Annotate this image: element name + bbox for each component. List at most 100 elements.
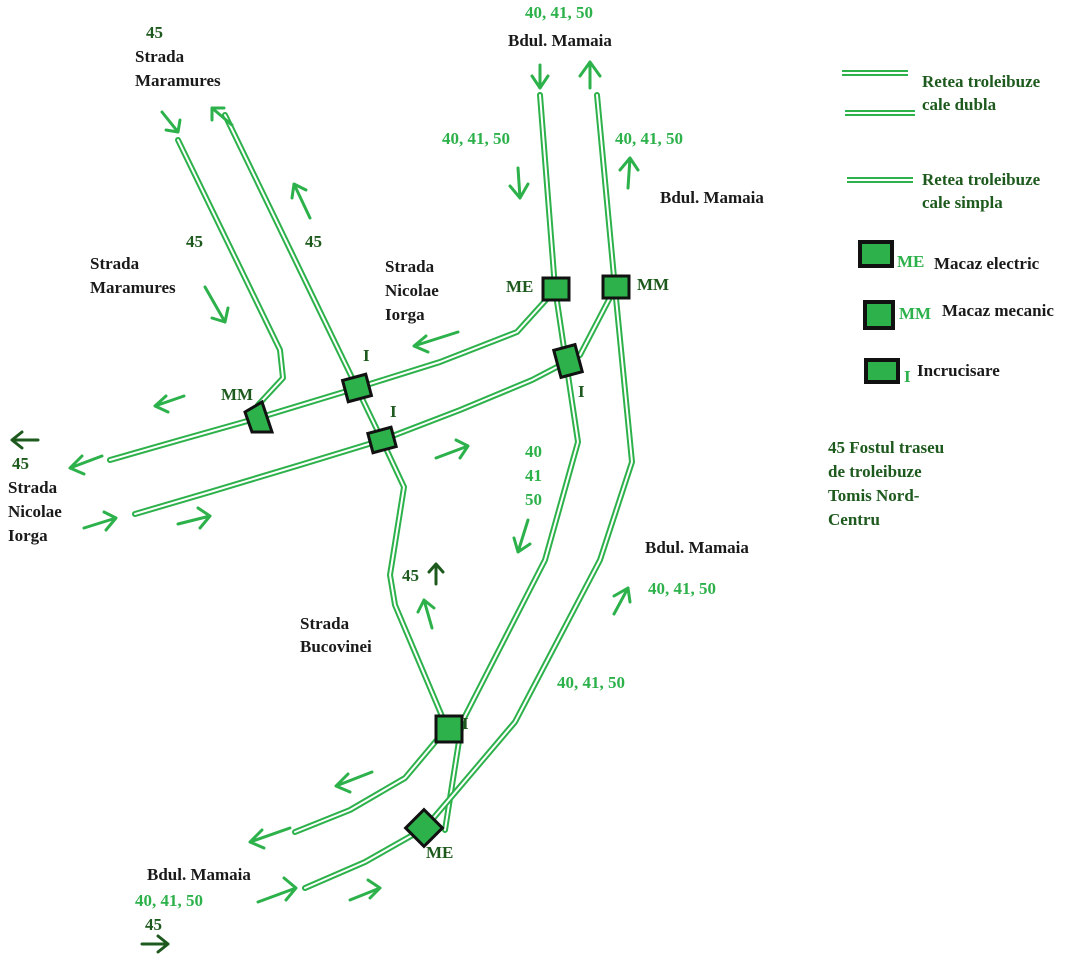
street-mamaia-top: Bdul. Mamaia <box>508 31 612 50</box>
street-nicolae-left-3: Iorga <box>8 526 48 545</box>
legend-double-track-icon <box>842 70 915 116</box>
tag-i-c: I <box>578 382 585 401</box>
arrow-down-icon <box>203 285 230 324</box>
legend-former-route-1: 45 Fostul traseu <box>828 438 944 457</box>
crossing-i-a <box>340 372 374 404</box>
arrow-up-icon <box>427 562 445 586</box>
switches <box>243 274 631 849</box>
tag-mm-top: MM <box>637 275 669 294</box>
legend-mechanical-switch-icon <box>863 300 895 330</box>
tag-mm-left: MM <box>221 385 253 404</box>
track-nicolae-upper <box>107 287 558 463</box>
arrow-up-icon <box>290 182 312 220</box>
arrow-left-icon <box>153 394 186 414</box>
route-45-b: 45 <box>305 232 322 251</box>
street-mamaia-right-upper: Bdul. Mamaia <box>660 188 764 207</box>
legend-former-route-3: Tomis Nord- <box>828 486 920 505</box>
arrow-right-icon <box>348 878 382 902</box>
legend-electric-switch: Macaz electric <box>934 254 1040 273</box>
route-label-bottom: 40, 41, 50 <box>135 891 203 910</box>
legend-mechanical-switch: Macaz mecanic <box>942 301 1054 320</box>
street-nicolae-left-1: Strada <box>8 478 58 497</box>
switch-me-top <box>541 276 571 302</box>
route-label-vertical-3: 50 <box>525 490 542 509</box>
street-nicolae-center-2: Nicolae <box>385 281 439 300</box>
arrow-up-icon <box>210 106 234 127</box>
legend-single-track-1: Retea troleibuze <box>922 170 1041 189</box>
route-45-top: 45 <box>146 23 163 42</box>
legend-crossing: Incrucisare <box>917 361 1000 380</box>
tag-me-bottom: ME <box>426 843 453 862</box>
street-bucovinei-2: Bucovinei <box>300 637 372 656</box>
legend-graphics <box>842 70 915 384</box>
legend-double-track-1: Retea troleibuze <box>922 72 1041 91</box>
arrow-down-icon <box>508 166 530 200</box>
direction-arrows <box>68 60 640 904</box>
switch-mm-top <box>601 274 631 300</box>
route-label-vertical-2: 41 <box>525 466 542 485</box>
legend-former-route-2: de troleibuze <box>828 462 922 481</box>
tag-me-top: ME <box>506 277 533 296</box>
arrow-right-icon <box>256 876 298 904</box>
street-nicolae-left-2: Nicolae <box>8 502 62 521</box>
legend-electric-switch-icon <box>858 240 894 268</box>
track-mamaia-bottom-left <box>292 725 450 835</box>
arrow-left-icon <box>412 330 460 354</box>
legend-single-track-2: cale simpla <box>922 193 1003 212</box>
route-label-diag-lower: 40, 41, 50 <box>557 673 625 692</box>
street-maramures-mid-1: Strada <box>90 254 140 273</box>
street-maramures-top-1: Strada <box>135 47 185 66</box>
street-mamaia-right-lower: Bdul. Mamaia <box>645 538 749 557</box>
arrow-down-icon <box>530 63 550 90</box>
route-45-arrows <box>10 430 445 954</box>
tracks <box>107 92 635 891</box>
arrow-up-icon <box>416 598 436 630</box>
arrow-left-icon <box>10 430 40 450</box>
route-45-bottom: 45 <box>145 915 162 934</box>
legend-mechanical-code: MM <box>899 304 931 323</box>
track-nicolae-lower <box>132 285 618 517</box>
arrow-right-icon <box>140 934 170 954</box>
route-label-right-lower: 40, 41, 50 <box>648 579 716 598</box>
legend-double-track-2: cale dubla <box>922 95 997 114</box>
legend-former-route-4: Centru <box>828 510 880 529</box>
crossing-i-d <box>434 714 464 744</box>
track-maramures-left <box>175 137 286 408</box>
street-mamaia-bottom: Bdul. Mamaia <box>147 865 251 884</box>
arrow-up-icon <box>612 586 632 616</box>
tag-i-d: I <box>462 714 469 733</box>
legend-electric-code: ME <box>897 252 924 271</box>
arrow-left-icon <box>68 454 104 476</box>
switch-mm-left <box>243 399 275 434</box>
arrow-down-icon <box>512 518 532 554</box>
route-45-left: 45 <box>12 454 29 473</box>
crossing-i-b <box>365 425 399 455</box>
arrow-right-icon <box>82 510 118 532</box>
street-bucovinei-1: Strada <box>300 614 350 633</box>
tag-i-b: I <box>390 402 397 421</box>
tag-i-a: I <box>363 346 370 365</box>
arrow-left-icon <box>334 770 374 794</box>
street-nicolae-center-3: Iorga <box>385 305 425 324</box>
arrow-left-icon <box>248 826 292 850</box>
route-label-left-upper: 40, 41, 50 <box>442 129 510 148</box>
route-45-a: 45 <box>186 232 203 251</box>
legend-crossing-code: I <box>904 367 911 386</box>
route-label-vertical-1: 40 <box>525 442 542 461</box>
legend-crossing-icon <box>864 358 900 384</box>
street-maramures-top-2: Maramures <box>135 71 221 90</box>
route-45-bucovinei: 45 <box>402 566 419 585</box>
route-label-top: 40, 41, 50 <box>525 3 593 22</box>
route-label-right-upper: 40, 41, 50 <box>615 129 683 148</box>
switch-me-bottom <box>403 807 445 849</box>
arrow-up-icon <box>578 60 602 90</box>
arrow-right-icon <box>434 438 470 460</box>
track-mamaia-right <box>302 92 635 891</box>
crossing-i-c <box>551 342 585 380</box>
arrow-right-icon <box>176 506 212 530</box>
street-nicolae-center-1: Strada <box>385 257 435 276</box>
street-maramures-mid-2: Maramures <box>90 278 176 297</box>
arrow-down-icon <box>160 110 182 134</box>
